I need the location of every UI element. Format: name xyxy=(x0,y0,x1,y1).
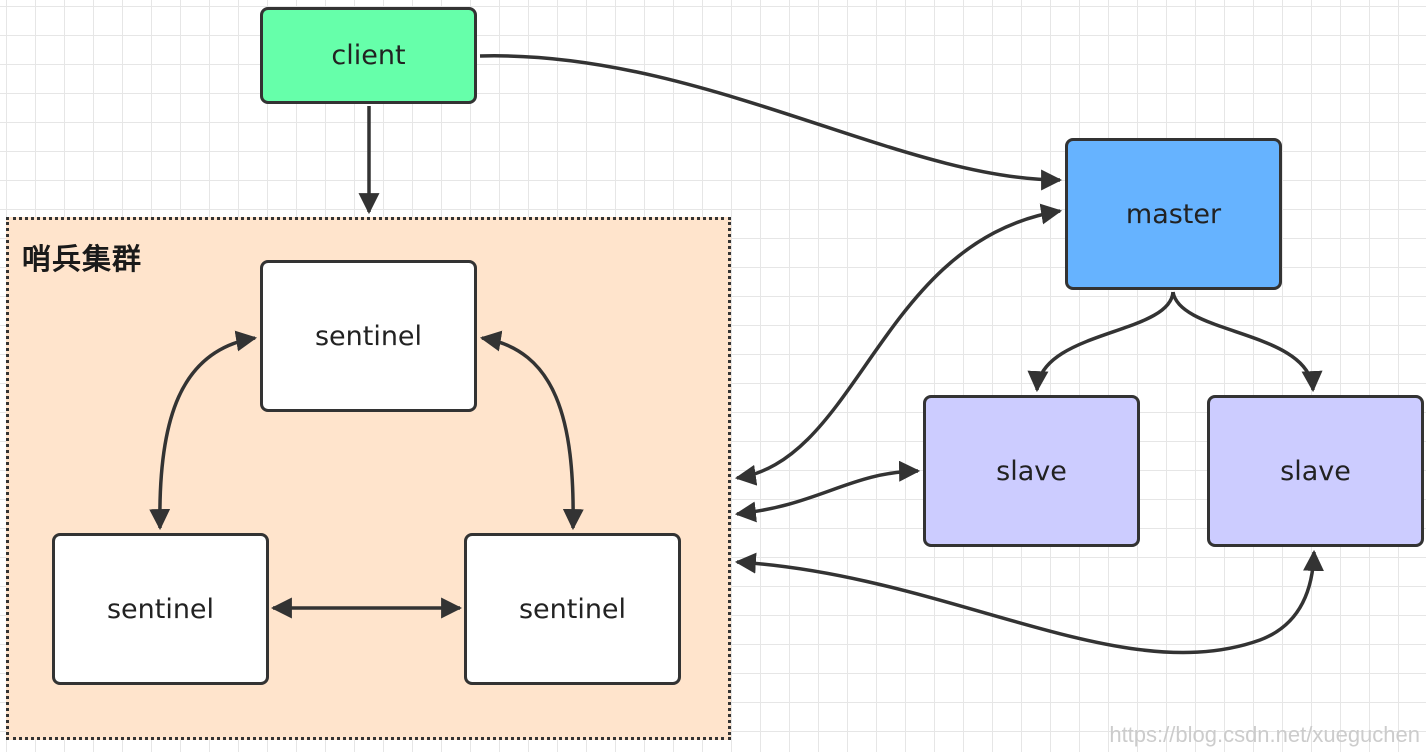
sentinel-node-right[interactable]: sentinel xyxy=(464,533,681,685)
slave-node-2[interactable]: slave xyxy=(1207,395,1424,547)
edge-cluster-master xyxy=(734,203,1063,486)
watermark: https://blog.csdn.net/xueguchen xyxy=(1109,722,1420,747)
edge-sentinel-top-left xyxy=(149,330,258,531)
edge-master-slave-2 xyxy=(1171,291,1323,393)
edge-sentinel-top-right xyxy=(479,330,584,531)
sentinel-node-top[interactable]: sentinel xyxy=(260,260,477,412)
edge-cluster-slave-1 xyxy=(734,460,921,523)
edge-master-slave-1 xyxy=(1027,291,1175,393)
edge-client-to-master xyxy=(479,54,1063,191)
slave-node-1[interactable]: slave xyxy=(923,395,1140,547)
client-node[interactable]: client xyxy=(260,7,477,104)
cluster-title: 哨兵集群 xyxy=(22,242,143,276)
edge-cluster-slave-2 xyxy=(734,549,1324,655)
master-node[interactable]: master xyxy=(1065,138,1282,290)
sentinel-node-left[interactable]: sentinel xyxy=(52,533,269,685)
